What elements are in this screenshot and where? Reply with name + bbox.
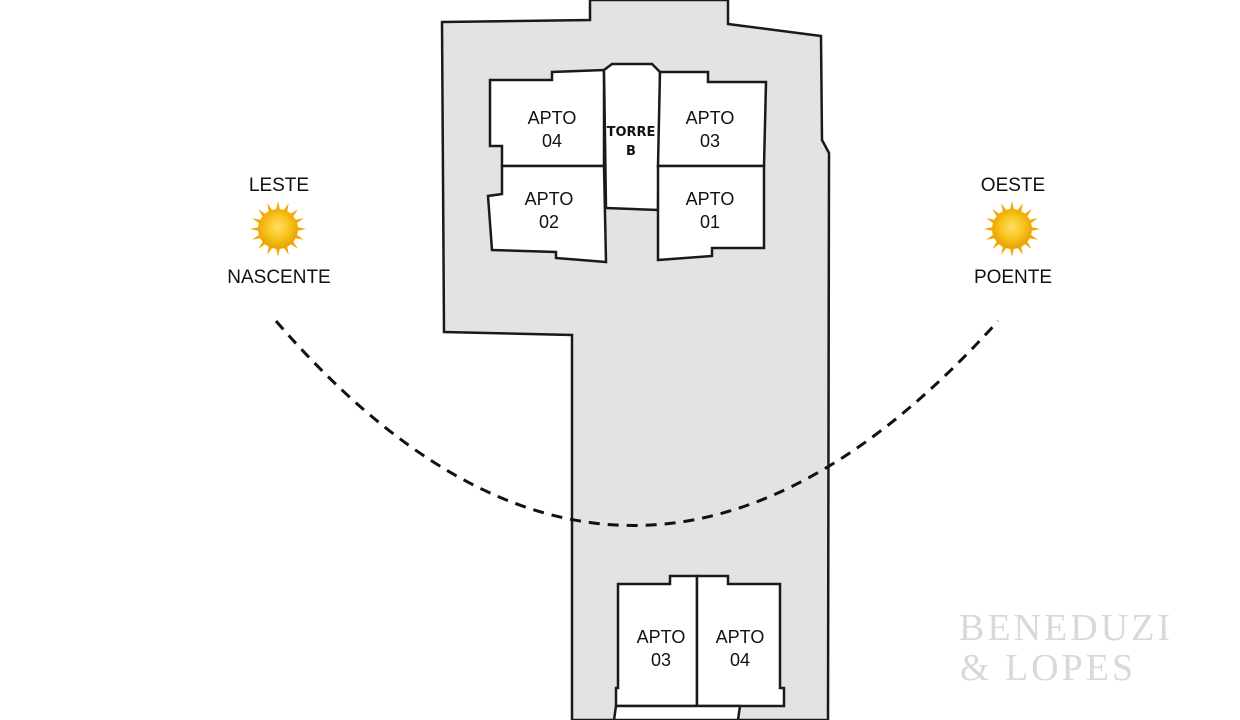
- sun-ray: [1017, 203, 1023, 213]
- tower-b-block: [486, 62, 768, 264]
- sun-icon: [250, 201, 306, 257]
- sun-ray: [986, 234, 996, 240]
- sun-path-arc: [274, 319, 1000, 527]
- sun-ray: [1001, 245, 1007, 255]
- sun-ray: [1028, 234, 1038, 240]
- unit-label: APTO: [637, 627, 686, 647]
- unit-label: APTO: [686, 108, 735, 128]
- sun-ray: [283, 203, 289, 213]
- sun-ray: [986, 218, 996, 224]
- unit-number: 01: [700, 212, 720, 232]
- sun-icon: [984, 201, 1040, 257]
- sun-ray: [267, 245, 273, 255]
- sun-ray: [294, 218, 304, 224]
- east-label: NASCENTE: [227, 267, 330, 288]
- sun-ray: [275, 201, 281, 211]
- east-group: LESTE NASCENTE: [227, 175, 330, 288]
- sun-ray: [1028, 218, 1038, 224]
- unit-number: 02: [539, 212, 559, 232]
- sun-ray: [1009, 247, 1015, 257]
- west-label: POENTE: [974, 267, 1052, 288]
- tower-label: TORRE: [607, 125, 656, 140]
- sun-ray: [267, 203, 273, 213]
- unit-02-upper: [486, 164, 608, 264]
- unit-number: 03: [700, 131, 720, 151]
- unit-label: APTO: [686, 189, 735, 209]
- sun-ray: [294, 234, 304, 240]
- west-direction: OESTE: [981, 175, 1045, 196]
- tower-letter: B: [626, 144, 636, 159]
- sun-ray: [1009, 201, 1015, 211]
- lower-block: [612, 574, 786, 720]
- sun-ray: [1001, 203, 1007, 213]
- sun-ray: [1017, 245, 1023, 255]
- unit-label: APTO: [716, 627, 765, 647]
- sun-ray: [275, 247, 281, 257]
- unit-01-upper: [656, 164, 766, 262]
- sun-ray: [252, 218, 262, 224]
- sun-ray: [250, 226, 260, 232]
- unit-number: 04: [730, 650, 750, 670]
- unit-number: 04: [542, 131, 562, 151]
- watermark-line-2: & LOPES: [960, 647, 1136, 689]
- unit-label: APTO: [525, 189, 574, 209]
- unit-lower-partial: [612, 704, 742, 720]
- sun-ray: [296, 226, 306, 232]
- unit-number: 03: [651, 650, 671, 670]
- east-direction: LESTE: [249, 175, 309, 196]
- sun-ray: [1030, 226, 1040, 232]
- sun-ray: [252, 234, 262, 240]
- sun-ray: [984, 226, 994, 232]
- west-group: OESTE POENTE: [974, 175, 1052, 288]
- unit-label: APTO: [528, 108, 577, 128]
- sun-ray: [283, 245, 289, 255]
- watermark-line-1: BENEDUZI: [959, 607, 1173, 649]
